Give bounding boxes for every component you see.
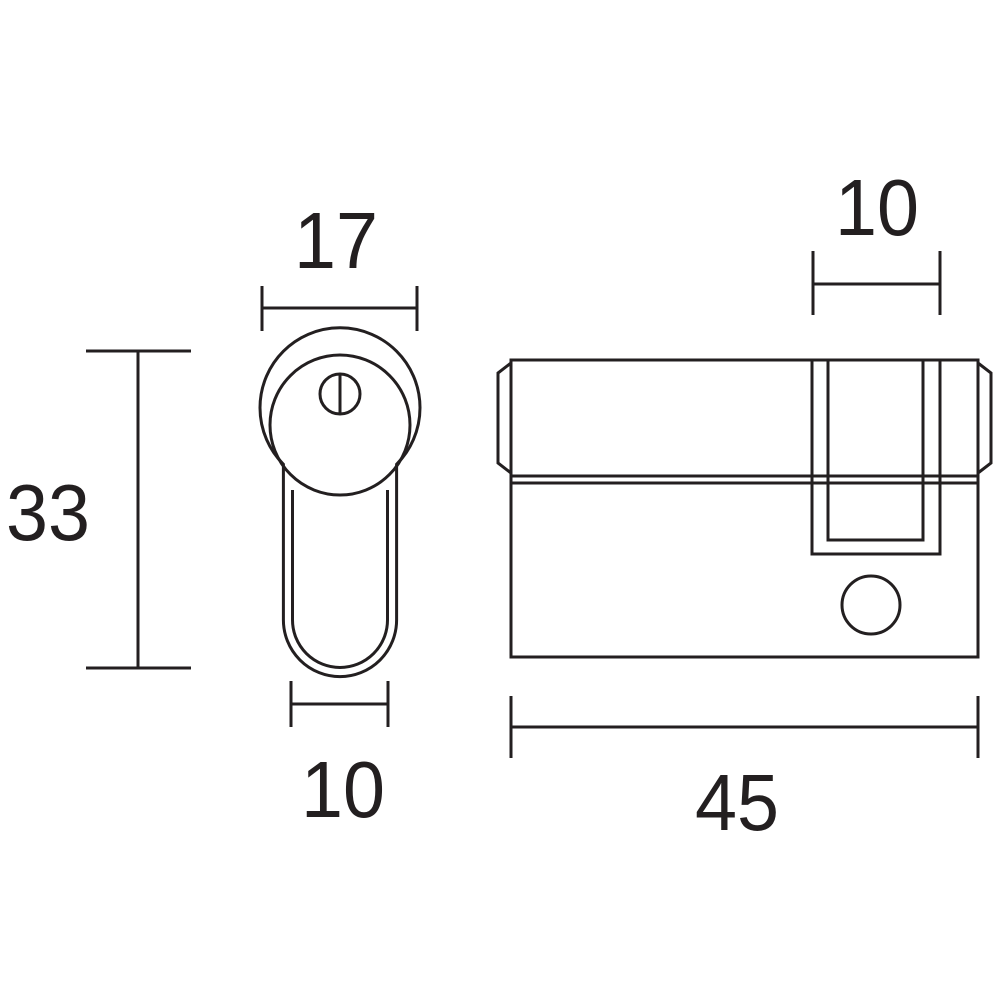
side-length-label: 45: [695, 758, 779, 847]
side-top-width-label: 10: [835, 163, 919, 252]
side-body-outline: [509, 358, 980, 659]
cylinder-side-view: [496, 358, 993, 659]
front-width-label: 17: [294, 196, 378, 285]
keyway-slot-icon: [318, 372, 362, 416]
left-end-chamfer: [496, 361, 512, 475]
side-top-width-dimension: 10: [811, 163, 942, 315]
front-bottom-width-dimension: 10: [289, 681, 390, 834]
cylinder-front-view: [258, 326, 422, 679]
profile-inner-outline: [291, 490, 389, 669]
right-end-chamfer: [977, 361, 993, 475]
height-label: 33: [6, 468, 90, 557]
side-length-dimension: 45: [509, 696, 980, 847]
height-dimension: 33: [6, 349, 191, 670]
front-width-dimension: 17: [260, 196, 419, 331]
profile-outer-outline: [258, 326, 422, 679]
plug-circle: [268, 353, 412, 497]
front-bottom-width-label: 10: [301, 745, 385, 834]
cam-slot-outer: [810, 360, 942, 556]
fixing-screw-hole: [840, 574, 902, 636]
cam-slot-inner: [826, 360, 925, 542]
